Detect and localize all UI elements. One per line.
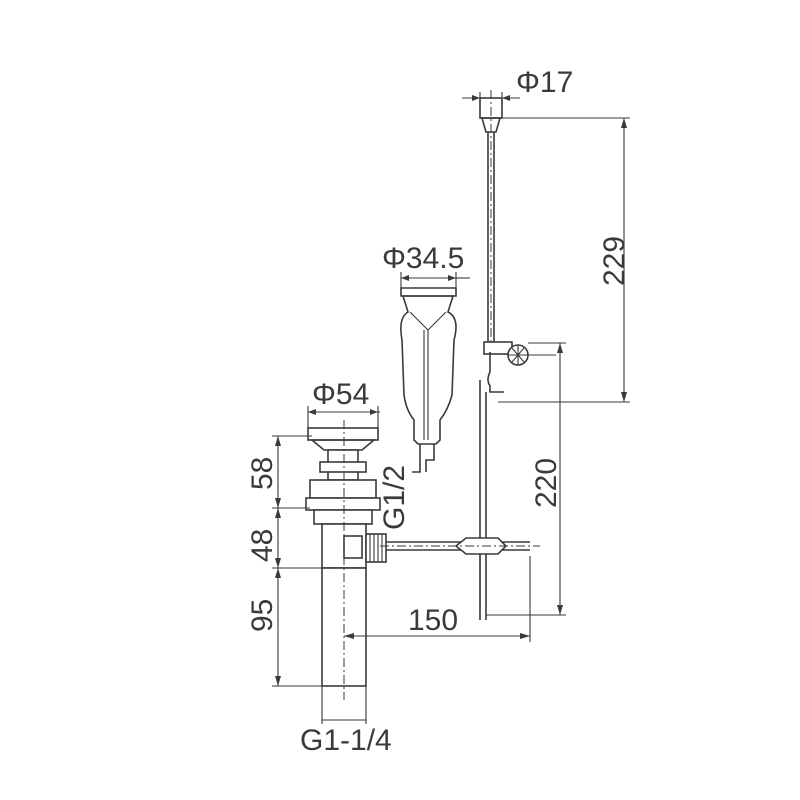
stopper [400,287,457,473]
phi34-5-dimension [400,272,470,290]
dim-58-label: 58 [246,457,279,490]
g1-2-label: G1/2 [378,465,411,530]
phi54-label: Φ54 [312,378,369,411]
push-rod [380,537,540,620]
phi34-5-label: Φ34.5 [382,242,464,275]
dim-48-label: 48 [246,529,279,562]
dim-220 [486,342,566,616]
phi54-dimension [307,406,380,428]
dim-150 [344,556,531,642]
g1-1-4-label: G1-1/4 [300,724,392,757]
dim-150-label: 150 [408,604,458,637]
dim-229-label: 229 [598,236,631,286]
drain-body [305,420,387,700]
left-dimensions [272,435,322,687]
tail-pipe-bottom [321,686,367,724]
dim-220-label: 220 [530,458,563,508]
dim-95-label: 95 [246,599,279,632]
phi17-dimension [462,92,520,104]
lift-rod [479,90,503,345]
phi17-label: Φ17 [516,66,573,99]
